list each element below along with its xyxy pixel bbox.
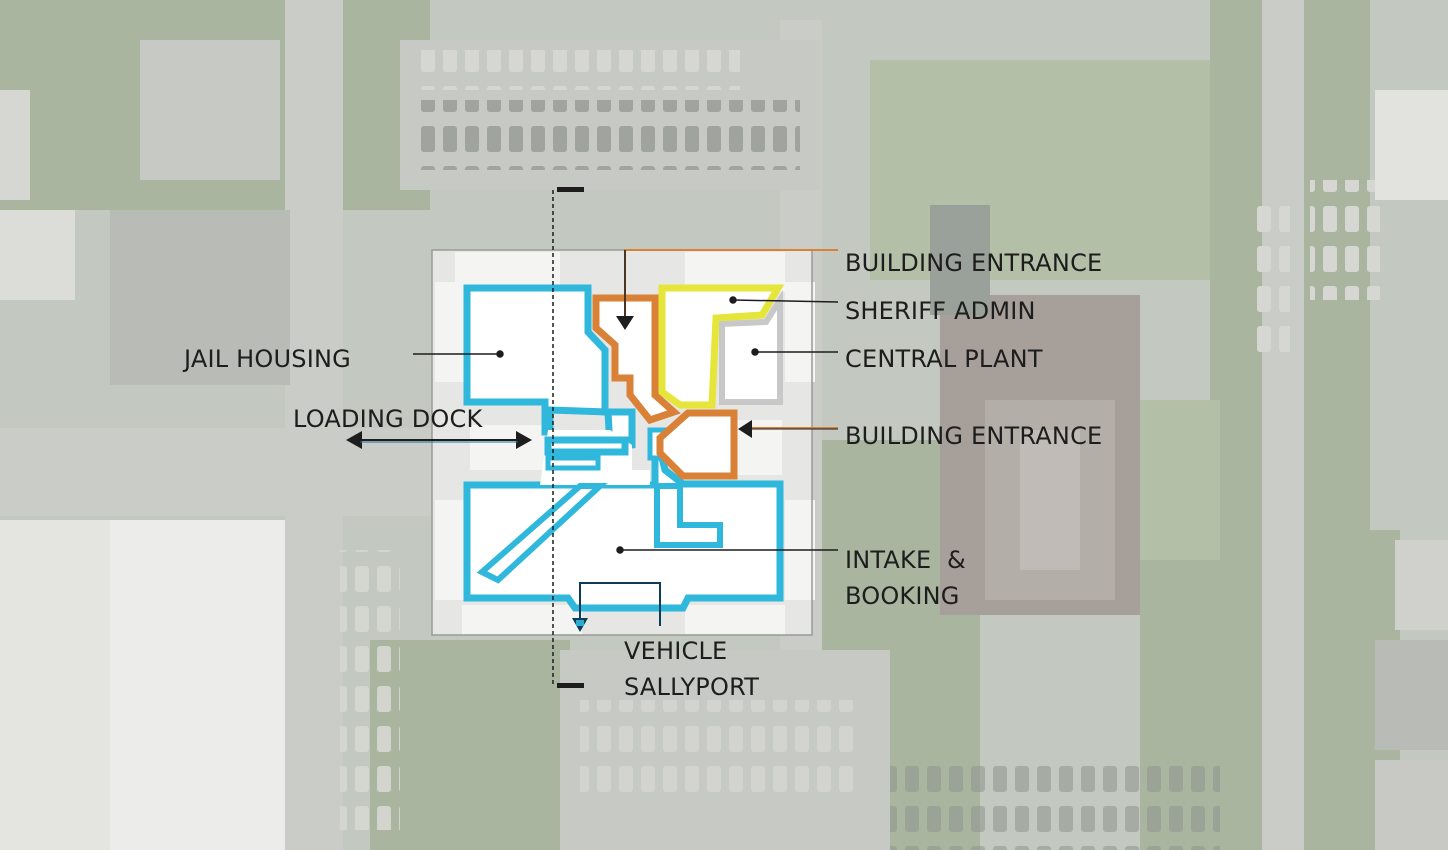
diagonal-ramp <box>476 483 608 584</box>
double-arrow-icon <box>516 431 532 449</box>
building-entrance-east-label: BUILDING ENTRANCE <box>845 422 1103 450</box>
jail-housing-label: JAIL HOUSING <box>184 345 351 373</box>
arrow-down-icon <box>616 316 634 330</box>
central-plant-label: CENTRAL PLANT <box>845 345 1043 373</box>
double-arrow-icon <box>346 431 362 449</box>
loading-dock-label: LOADING DOCK <box>293 405 483 433</box>
vehicle-sallyport-arrow <box>572 582 661 632</box>
building-entrance-north-label: BUILDING ENTRANCE <box>845 249 1103 277</box>
central-plant-zone <box>719 289 783 405</box>
sheriff-admin-label: SHERIFF ADMIN <box>845 297 1036 325</box>
east-entrance-zone <box>656 409 738 480</box>
intake-leader-dot <box>616 546 624 554</box>
connector-corridor <box>544 436 629 456</box>
surrounding-buildings <box>0 90 1448 850</box>
intake-inner-notch <box>654 483 723 548</box>
east-entrance-arrow <box>738 420 838 438</box>
sheriff-admin-leader-dot <box>729 296 737 304</box>
connector-corridor-2 <box>545 455 601 471</box>
sheriff-admin-leader <box>732 299 839 303</box>
section-cut-line <box>552 187 584 688</box>
sheriff-admin-zone <box>658 284 785 409</box>
jail-housing-leader-dot <box>496 350 504 358</box>
intake-booking-label-line2: BOOKING <box>845 582 960 610</box>
arrow-left-icon <box>738 420 752 438</box>
vehicle-sallyport-label-line2: SALLYPORT <box>624 673 760 701</box>
north-entrance-arrow <box>616 249 838 330</box>
parking-lots <box>140 40 1380 850</box>
central-plant-leader-dot <box>751 348 759 356</box>
north-entrance-zone <box>592 294 681 425</box>
intake-booking-label-line1: INTAKE & <box>845 546 966 574</box>
courthouse-building <box>930 205 1140 615</box>
loading-dock-arrow <box>346 431 532 449</box>
vehicle-sallyport-label-line1: VEHICLE <box>624 637 728 665</box>
leader-lines <box>413 296 839 554</box>
